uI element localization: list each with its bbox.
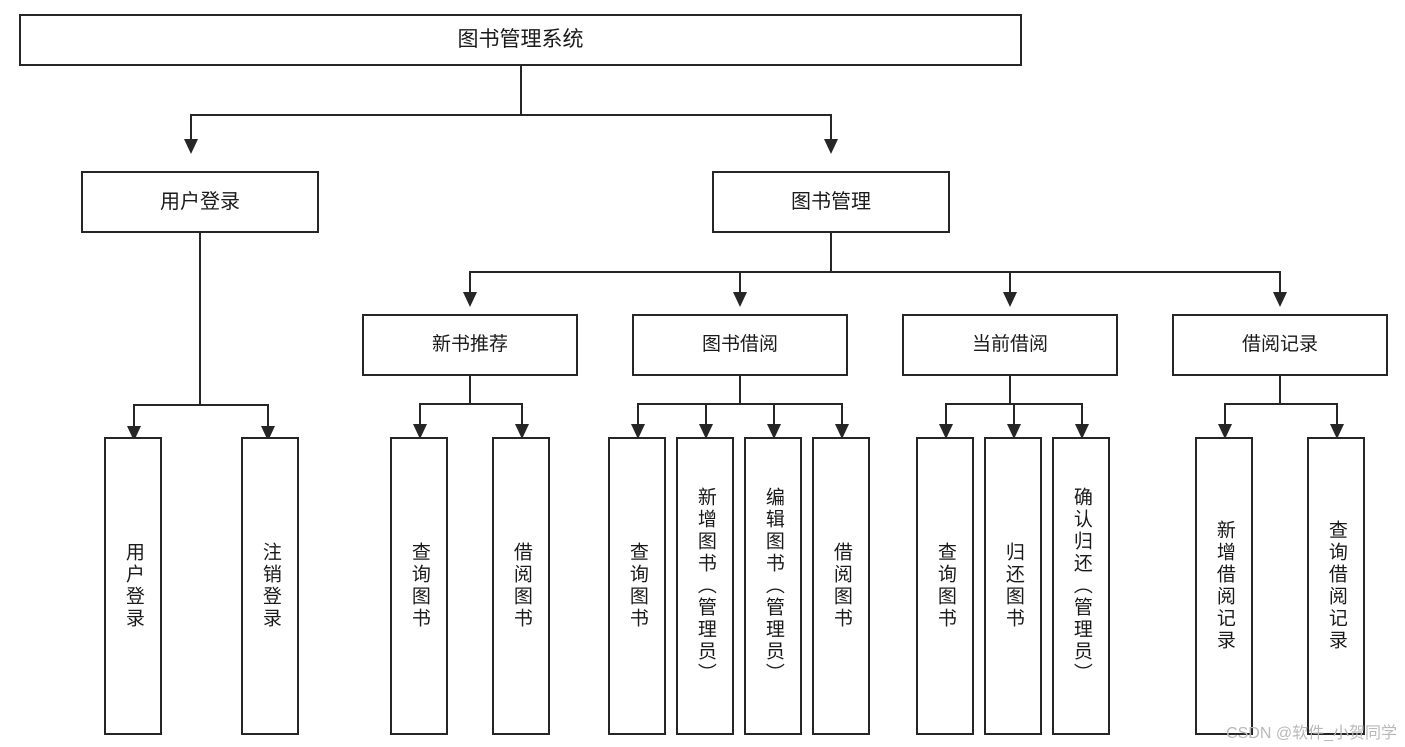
arrow-to-leaf-current-return [1007, 424, 1021, 439]
arrow-to-leaf-record-add [1218, 424, 1232, 439]
connector-borrowrecord-drop-1 [1224, 403, 1226, 425]
connector-currentborrow-drop-1 [945, 403, 947, 425]
node-label: 用户登录 [122, 542, 144, 630]
connector-userlogin-stem [199, 233, 201, 406]
leaf-user-login[interactable]: 用户登录 [104, 437, 162, 735]
node-label: 新书推荐 [431, 334, 508, 356]
connector-userlogin-drop-1 [133, 404, 135, 427]
connector-bookmanage-drop-2 [739, 271, 741, 293]
connector-currentborrow-stem [1009, 376, 1011, 405]
node-root-system[interactable]: 图书管理系统 [19, 14, 1022, 66]
connector-borrowrecord-stem [1279, 376, 1281, 405]
arrow-to-user-login [184, 139, 198, 154]
connector-root-stem [520, 66, 522, 114]
connector-borrowrecord-drop-2 [1336, 403, 1338, 425]
node-current-borrow[interactable]: 当前借阅 [902, 314, 1118, 376]
arrow-to-leaf-newbook-borrow [515, 424, 529, 439]
node-label: 查询图书 [626, 542, 648, 630]
arrow-to-borrow-record [1273, 292, 1287, 307]
node-label: 新增借阅记录 [1213, 520, 1235, 652]
leaf-current-return-book[interactable]: 归还图书 [984, 437, 1042, 735]
connector-bookborrow-drop-4 [841, 403, 843, 425]
node-book-borrow[interactable]: 图书借阅 [632, 314, 848, 376]
connector-bookborrow-drop-2 [705, 403, 707, 425]
node-borrow-record[interactable]: 借阅记录 [1172, 314, 1388, 376]
node-label: 用户登录 [160, 190, 240, 213]
connector-newbook-drop-2 [521, 403, 523, 425]
node-label: 编辑图书（管理员） [762, 487, 784, 685]
node-book-manage[interactable]: 图书管理 [712, 171, 950, 233]
arrow-to-new-book-recommend [463, 292, 477, 307]
node-label: 查询图书 [408, 542, 430, 630]
connector-newbook-bus [419, 403, 521, 405]
node-label: 确认归还（管理员） [1070, 487, 1092, 685]
connector-bookborrow-bus [637, 403, 843, 405]
node-label: 图书管理系统 [457, 27, 584, 51]
connector-bookborrow-stem [739, 376, 741, 405]
node-label: 查询借阅记录 [1325, 520, 1347, 652]
node-label: 当前借阅 [971, 334, 1048, 356]
leaf-logout[interactable]: 注销登录 [241, 437, 299, 735]
leaf-current-query-book[interactable]: 查询图书 [916, 437, 974, 735]
node-label: 新增图书（管理员） [694, 487, 716, 685]
node-new-book-recommend[interactable]: 新书推荐 [362, 314, 578, 376]
arrow-to-leaf-bookborrow-add [699, 424, 713, 439]
node-label: 归还图书 [1002, 542, 1024, 630]
connector-bookmanage-drop-1 [469, 271, 471, 293]
connector-newbook-drop-1 [419, 403, 421, 425]
node-label: 注销登录 [259, 542, 281, 630]
leaf-record-query[interactable]: 查询借阅记录 [1307, 437, 1365, 735]
connector-bookborrow-drop-3 [773, 403, 775, 425]
arrow-to-leaf-bookborrow-edit [767, 424, 781, 439]
node-label: 图书借阅 [701, 334, 778, 356]
arrow-to-book-borrow [733, 292, 747, 307]
arrow-to-leaf-newbook-query [413, 424, 427, 439]
leaf-bookborrow-query-book[interactable]: 查询图书 [608, 437, 666, 735]
connector-newbook-stem [469, 376, 471, 405]
leaf-bookborrow-borrow-book[interactable]: 借阅图书 [812, 437, 870, 735]
arrow-to-leaf-record-query [1330, 424, 1344, 439]
leaf-bookborrow-add-book[interactable]: 新增图书（管理员） [676, 437, 734, 735]
connector-root-drop-1 [190, 114, 192, 140]
leaf-newbook-borrow-book[interactable]: 借阅图书 [492, 437, 550, 735]
node-label: 借阅图书 [510, 542, 532, 630]
node-label: 图书管理 [791, 190, 871, 213]
connector-root-bus [190, 114, 832, 116]
node-label: 借阅图书 [830, 542, 852, 630]
leaf-newbook-query-book[interactable]: 查询图书 [390, 437, 448, 735]
connector-userlogin-bus [133, 404, 267, 406]
connector-userlogin-drop-2 [267, 404, 269, 427]
node-label: 查询图书 [934, 542, 956, 630]
connector-bookborrow-drop-1 [637, 403, 639, 425]
leaf-record-add[interactable]: 新增借阅记录 [1195, 437, 1253, 735]
node-label: 借阅记录 [1241, 334, 1318, 356]
connector-bookmanage-drop-3 [1009, 271, 1011, 293]
csdn-watermark: CSDN @软件_小贺同学 [1226, 725, 1397, 742]
leaf-current-confirm-return[interactable]: 确认归还（管理员） [1052, 437, 1110, 735]
node-user-login[interactable]: 用户登录 [81, 171, 319, 233]
arrow-to-book-manage [824, 139, 838, 154]
connector-bookmanage-bus [469, 271, 1280, 273]
arrow-to-leaf-bookborrow-query [631, 424, 645, 439]
leaf-bookborrow-edit-book[interactable]: 编辑图书（管理员） [744, 437, 802, 735]
connector-root-drop-2 [830, 114, 832, 140]
connector-bookmanage-stem [830, 233, 832, 273]
connector-bookmanage-drop-4 [1279, 271, 1281, 293]
arrow-to-current-borrow [1003, 292, 1017, 307]
arrow-to-leaf-current-query [939, 424, 953, 439]
connector-currentborrow-drop-2 [1013, 403, 1015, 425]
arrow-to-leaf-current-confirm [1075, 424, 1089, 439]
connector-currentborrow-drop-3 [1081, 403, 1083, 425]
arrow-to-leaf-bookborrow-borrow [835, 424, 849, 439]
connector-borrowrecord-bus [1224, 403, 1336, 405]
